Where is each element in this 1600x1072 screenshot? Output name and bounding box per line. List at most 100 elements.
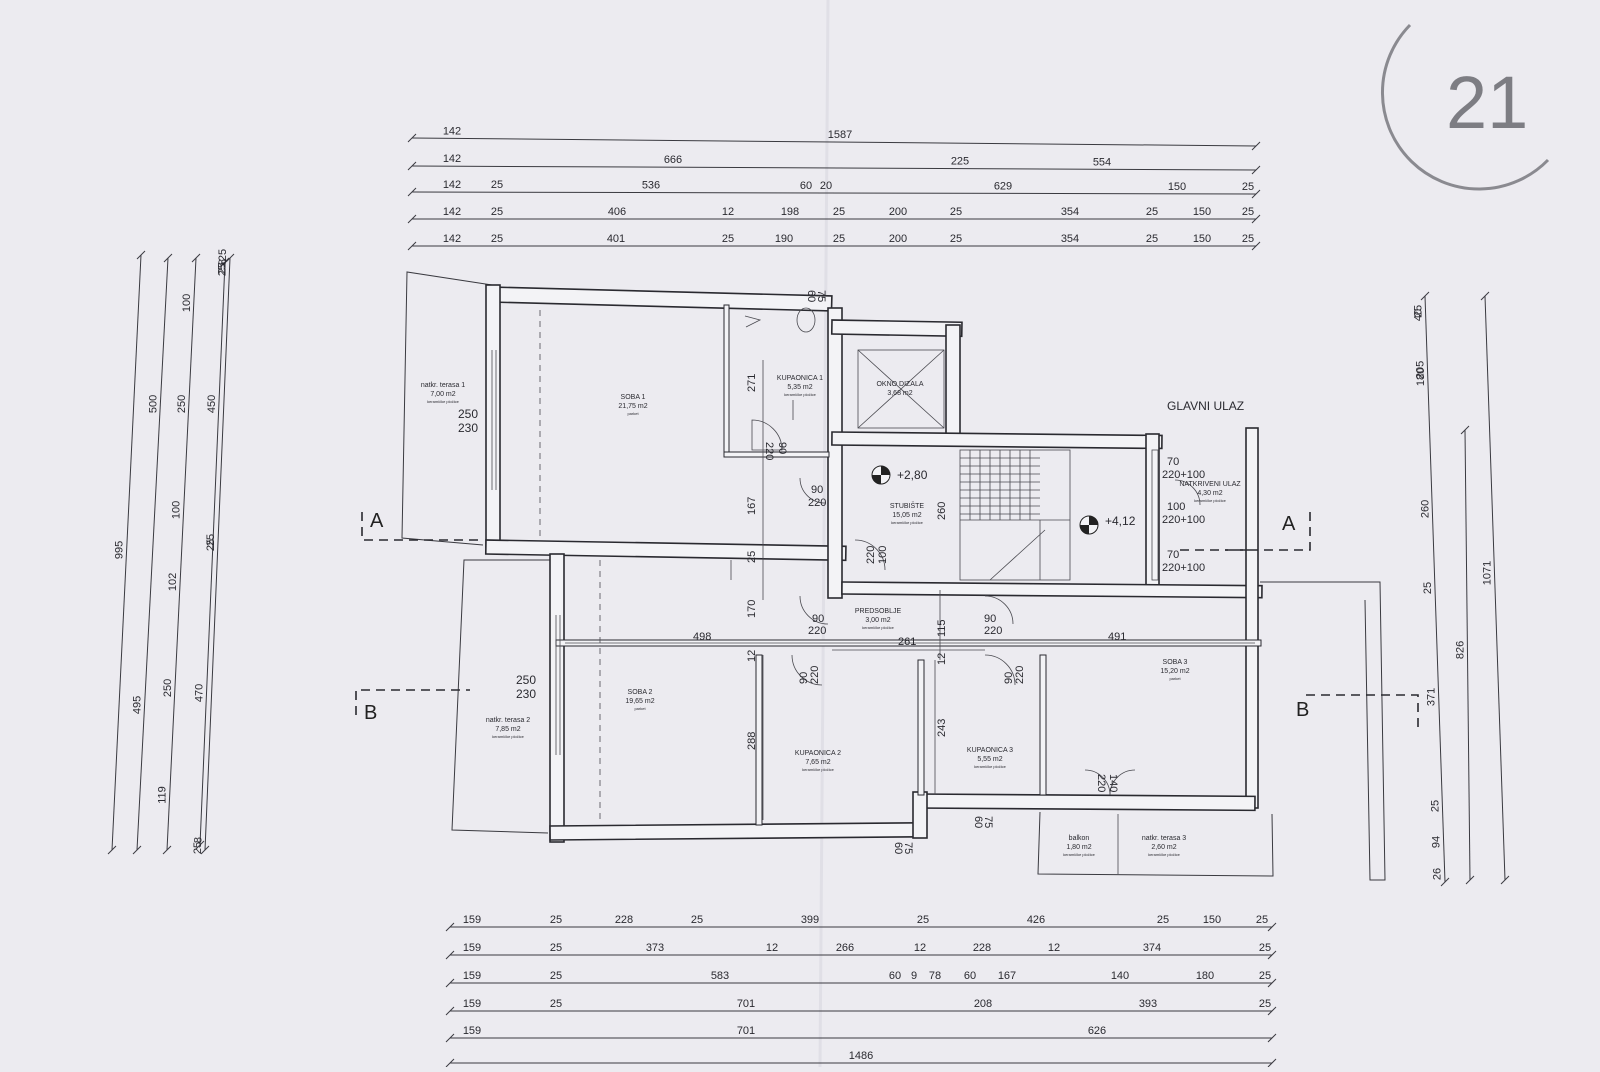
svg-text:natkr. terasa 2: natkr. terasa 2 [486, 717, 530, 724]
dimension-value: 180 [1415, 368, 1427, 386]
opening-labels: 90 220 90 220 100 220 90 220 90 220 90 2… [763, 290, 1205, 854]
dimension-value: 25 [1413, 305, 1425, 317]
svg-text:parket: parket [627, 411, 639, 416]
dimension-value: 159 [463, 1025, 481, 1037]
svg-text:3,68 m2: 3,68 m2 [887, 390, 912, 397]
svg-text:SOBA 1: SOBA 1 [621, 394, 646, 401]
wall-stair-top [831, 431, 1163, 450]
room-natkriveni-ulaz: NATKRIVENI ULAZ 4,30 m2 keramičke pločic… [1179, 481, 1241, 503]
section-b-left [355, 689, 470, 715]
dimension-value: 701 [737, 998, 755, 1010]
svg-text:220+100: 220+100 [1162, 562, 1205, 574]
wall-shaft-top [830, 319, 963, 338]
svg-text:100: 100 [1167, 501, 1185, 513]
dimension-value: 25 [550, 942, 562, 954]
wall-soba1-left [485, 284, 501, 548]
svg-text:7,85 m2: 7,85 m2 [495, 726, 520, 733]
door-balkon-w: 140 [1107, 774, 1119, 792]
svg-text:balkon: balkon [1069, 835, 1090, 842]
svg-text:keramičke pločice: keramičke pločice [1063, 852, 1096, 857]
dimension-value: 100 [171, 501, 183, 519]
door-hall-w: 100 [877, 546, 889, 564]
dimension-value: 629 [994, 180, 1012, 192]
dimension-line [1484, 295, 1506, 881]
window-dim-1: 250 [458, 407, 478, 421]
dimension-line [411, 165, 1257, 171]
dimension-value: 25 [217, 249, 229, 261]
dimension-value: 228 [973, 942, 991, 954]
right-terrace-outline [1260, 581, 1386, 881]
svg-text:OKNO DIZALA: OKNO DIZALA [876, 381, 923, 388]
wall-entrance-right [1245, 427, 1259, 809]
dimension-value: 9 [911, 970, 917, 982]
dimension-value: 25 [1157, 914, 1169, 926]
dimension-value: 40 [1413, 309, 1425, 321]
svg-text:SOBA 2: SOBA 2 [628, 689, 653, 696]
window-dim-1b: 230 [458, 421, 478, 435]
door-soba3-w: 90 [984, 613, 996, 625]
door-balkon-h: 220 [1095, 774, 1107, 792]
dimension-value: 25 [722, 233, 734, 245]
room-natkr-terasa-3: natkr. terasa 3 2,60 m2 keramičke pločic… [1142, 835, 1186, 857]
dimension-line [204, 257, 231, 851]
svg-text:170: 170 [746, 600, 758, 618]
dimension-value: 150 [1203, 914, 1221, 926]
svg-text:7,65 m2: 7,65 m2 [805, 759, 830, 766]
wall-soba2-bottom [549, 821, 921, 841]
dimension-line [411, 191, 1257, 195]
wall-kup2-right [917, 659, 925, 796]
svg-text:KUPAONICA 2: KUPAONICA 2 [795, 750, 841, 757]
svg-text:243: 243 [936, 719, 948, 737]
room-natkr-terasa-2: natkr. terasa 2 7,85 m2 keramičke pločic… [486, 717, 530, 739]
wall-south-right [914, 793, 1256, 812]
dimension-value: 354 [1061, 206, 1079, 218]
wall-stair-right [1145, 433, 1160, 595]
svg-text:NATKRIVENI ULAZ: NATKRIVENI ULAZ [1179, 481, 1241, 488]
dimension-line [1464, 429, 1471, 881]
dimension-value: 142 [443, 206, 461, 218]
dimension-value: 60 [889, 970, 901, 982]
plan-labels: A A B B GLAVNI ULAZ +2,80 +4,12 250 230 … [364, 399, 1309, 724]
staircase [959, 449, 1071, 581]
dimension-value: 12 [722, 206, 734, 218]
dimension-line [111, 254, 142, 851]
wall-shaft-right [945, 324, 961, 446]
svg-text:2,60 m2: 2,60 m2 [1151, 844, 1176, 851]
svg-text:keramičke pločice: keramičke pločice [974, 764, 1007, 769]
svg-text:70: 70 [1167, 456, 1179, 468]
dimension-value: 354 [1061, 233, 1079, 245]
svg-text:60: 60 [892, 842, 904, 854]
dimension-value: 266 [836, 942, 854, 954]
dimension-value: 205 [1415, 361, 1427, 379]
dimension-value: 25 [1242, 233, 1254, 245]
wall-kup2-left [755, 654, 763, 826]
section-b-label-right: B [1296, 699, 1309, 721]
dimension-value: 25 [691, 914, 703, 926]
door-soba2-w: 90 [812, 613, 824, 625]
svg-text:220+100: 220+100 [1162, 514, 1205, 526]
svg-text:115: 115 [936, 619, 948, 637]
dimension-value: 25 [1259, 970, 1271, 982]
dimension-value: 150 [1193, 233, 1211, 245]
dimension-value: 150 [1193, 206, 1211, 218]
wall-kup1-bottom [723, 451, 830, 458]
door-kup1 [751, 419, 783, 451]
svg-text:70: 70 [1167, 549, 1179, 561]
dimension-value: 25 [917, 914, 929, 926]
svg-text:12: 12 [746, 650, 758, 662]
dimension-value: 159 [463, 914, 481, 926]
lift-shaft [857, 349, 945, 429]
level-marker-1 [871, 465, 891, 485]
wall-corner [912, 791, 928, 839]
dimension-value: 450 [206, 395, 218, 413]
svg-text:288: 288 [746, 732, 758, 750]
door-kup2-h: 220 [809, 666, 821, 684]
svg-text:keramičke pločice: keramičke pločice [862, 625, 895, 630]
wall-kup1-left [723, 304, 730, 456]
dimension-value: 406 [608, 206, 626, 218]
svg-text:4,30 m2: 4,30 m2 [1197, 490, 1222, 497]
dimension-value: 12 [766, 942, 778, 954]
